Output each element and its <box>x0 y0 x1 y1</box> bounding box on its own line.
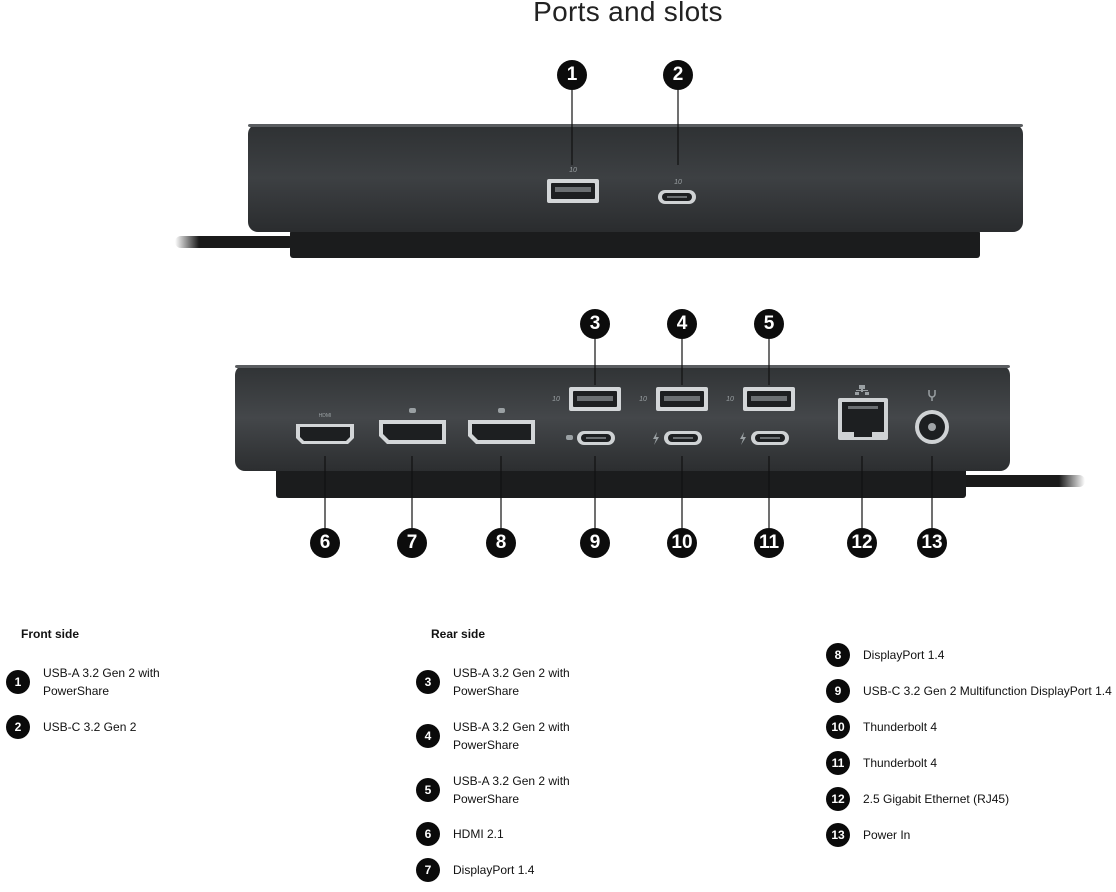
legend-item: 8 DisplayPort 1.4 <box>826 643 1116 667</box>
usb-speed-mark-1: 10 <box>569 167 577 174</box>
legend-item: 6 HDMI 2.1 <box>416 822 593 846</box>
usb-a-port-3: 10 <box>552 387 621 411</box>
port-badge-6: 6 <box>310 528 340 558</box>
rear-dock-face <box>235 365 1010 471</box>
legend-item: 11 Thunderbolt 4 <box>826 751 1116 775</box>
port-badge-5: 5 <box>754 309 784 339</box>
legend-badge: 12 <box>826 787 850 811</box>
legend-label: Thunderbolt 4 <box>863 756 938 770</box>
front-dock-base <box>290 230 980 258</box>
page-title: Ports and slots <box>533 0 723 27</box>
legend-item: 9 USB-C 3.2 Gen 2 Multifunction DisplayP… <box>826 679 1116 703</box>
front-side-heading: Front side <box>21 627 80 641</box>
port-badge-12: 12 <box>847 528 877 558</box>
legend-badge: 6 <box>416 822 440 846</box>
legend-item: 12 2.5 Gigabit Ethernet (RJ45) <box>826 787 1116 811</box>
legend-label: USB-A 3.2 Gen 2 with PowerShare <box>43 666 160 698</box>
legend-item: 7 DisplayPort 1.4 <box>416 858 593 882</box>
port-badge-10: 10 <box>667 528 697 558</box>
legend-badge: 3 <box>416 670 440 694</box>
displayport-port-7 <box>379 408 446 444</box>
port-badge-9: 9 <box>580 528 610 558</box>
legend-badge: 5 <box>416 778 440 802</box>
legend-label: DisplayPort 1.4 <box>453 863 535 877</box>
dock-illustration: 10 10 HDMI <box>175 90 1085 528</box>
usb-a-port-5: 10 <box>726 387 795 411</box>
usb-c-displayport-port-9 <box>566 431 615 445</box>
front-dock-face <box>248 124 1023 232</box>
power-plug-icon <box>928 390 936 401</box>
legend-item: 5 USB-A 3.2 Gen 2 with PowerShare <box>416 772 593 808</box>
legend-item: 2 USB-C 3.2 Gen 2 <box>6 715 183 739</box>
thunderbolt-icon <box>740 432 746 445</box>
legend-badge: 13 <box>826 823 850 847</box>
rear-side-heading: Rear side <box>431 627 486 641</box>
power-in-port-13 <box>915 390 949 444</box>
usb-speed-mark-2: 10 <box>674 179 682 186</box>
port-badge-2: 2 <box>663 60 693 90</box>
usb-a-port-1: 10 <box>547 167 599 203</box>
hdmi-port-6: HDMI <box>296 413 354 444</box>
displayport-port-8 <box>468 408 535 444</box>
legend-label: Thunderbolt 4 <box>863 720 938 734</box>
legend-label: USB-C 3.2 Gen 2 Multifunction DisplayPor… <box>863 684 1112 698</box>
usb-speed-mark-5: 10 <box>726 396 734 403</box>
legend-label: USB-A 3.2 Gen 2 with PowerShare <box>453 774 570 806</box>
legend-label: USB-C 3.2 Gen 2 <box>43 720 137 734</box>
legend-badge: 11 <box>826 751 850 775</box>
thunderbolt-icon <box>653 432 659 445</box>
rear-dock: HDMI 10 10 10 <box>235 365 1085 498</box>
usb-speed-mark-3: 10 <box>552 396 560 403</box>
thunderbolt-port-11 <box>740 431 789 445</box>
thunderbolt-port-10 <box>653 431 702 445</box>
rear-dock-base <box>276 468 966 498</box>
legend-item: 4 USB-A 3.2 Gen 2 with PowerShare <box>416 718 593 754</box>
legend-item: 1 USB-A 3.2 Gen 2 with PowerShare <box>6 664 183 700</box>
port-badge-8: 8 <box>486 528 516 558</box>
legend-label: DisplayPort 1.4 <box>863 648 945 662</box>
legend-label: HDMI 2.1 <box>453 827 504 841</box>
front-cable <box>175 236 295 248</box>
port-badge-1: 1 <box>557 60 587 90</box>
legend-badge: 4 <box>416 724 440 748</box>
legend-badge: 1 <box>6 670 30 694</box>
legend-label: USB-A 3.2 Gen 2 with PowerShare <box>453 720 570 752</box>
legend-badge: 2 <box>6 715 30 739</box>
ethernet-port-12 <box>838 385 888 440</box>
hdmi-mark: HDMI <box>319 413 332 419</box>
usb-a-port-4: 10 <box>639 387 708 411</box>
leader-lines <box>324 90 933 528</box>
port-badge-3: 3 <box>580 309 610 339</box>
port-badge-11: 11 <box>754 528 784 558</box>
usb-speed-mark-4: 10 <box>639 396 647 403</box>
rear-cable <box>955 475 1085 487</box>
port-badge-7: 7 <box>397 528 427 558</box>
legend-label: Power In <box>863 828 911 842</box>
legend-label: 2.5 Gigabit Ethernet (RJ45) <box>863 792 1010 806</box>
port-badge-4: 4 <box>667 309 697 339</box>
legend-badge: 10 <box>826 715 850 739</box>
legend-badge: 7 <box>416 858 440 882</box>
legend-badge: 8 <box>826 643 850 667</box>
network-icon <box>855 385 869 395</box>
port-badge-13: 13 <box>917 528 947 558</box>
front-dock: 10 10 <box>175 124 1023 258</box>
legend-item: 13 Power In <box>826 823 1116 847</box>
legend-item: 3 USB-A 3.2 Gen 2 with PowerShare <box>416 664 593 700</box>
legend-label: USB-A 3.2 Gen 2 with PowerShare <box>453 666 570 698</box>
legend-badge: 9 <box>826 679 850 703</box>
legend-item: 10 Thunderbolt 4 <box>826 715 1116 739</box>
usb-c-port-2: 10 <box>658 179 696 204</box>
